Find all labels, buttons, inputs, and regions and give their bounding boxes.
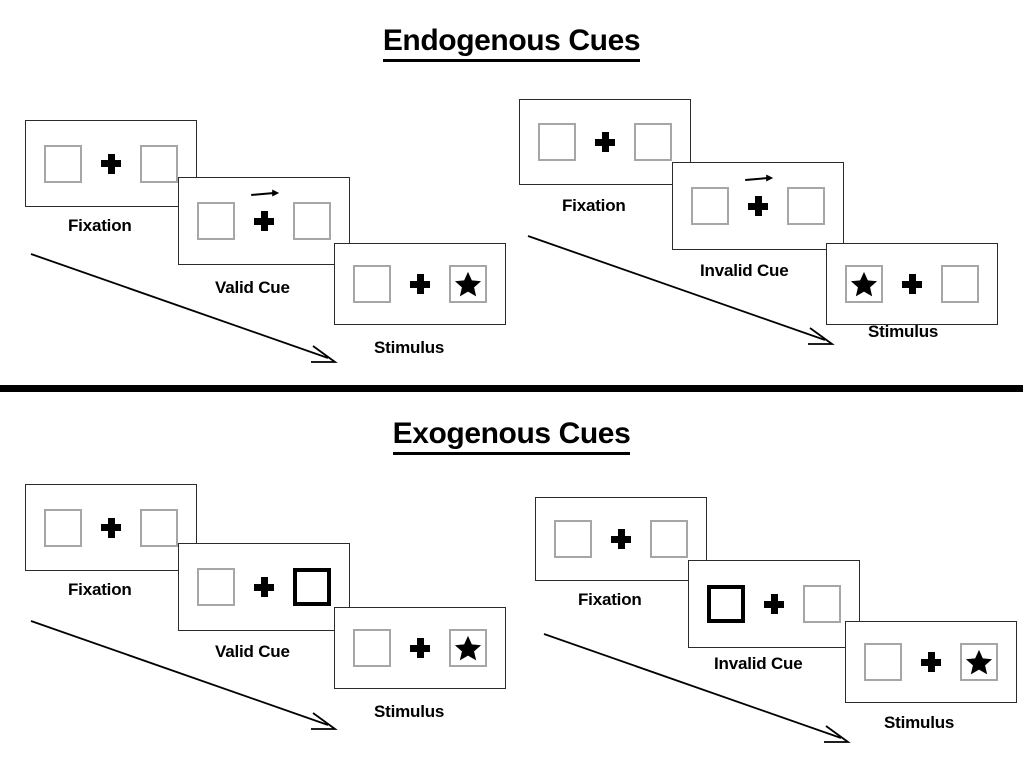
endogenous-section-title: Endogenous Cues [0, 24, 1023, 62]
star-icon [850, 271, 878, 297]
left-box [353, 265, 391, 303]
left-box [691, 187, 729, 225]
right-box [803, 585, 841, 623]
endogenous-valid-flow-arrow [30, 253, 338, 363]
left-box [197, 568, 235, 606]
right-box [650, 520, 688, 558]
star-icon [965, 649, 993, 675]
star-icon [454, 271, 482, 297]
fixation-cross-slot [761, 583, 787, 625]
caption-exogenous-valid-stimulus: Stimulus [374, 702, 445, 721]
left-box [538, 123, 576, 161]
endogenous-title-text: Endogenous Cues [382, 24, 641, 62]
right-box [941, 265, 979, 303]
right-box [140, 508, 178, 547]
frame-contents [864, 641, 998, 683]
fixation-cross-slot [899, 263, 925, 305]
fixation-cross-icon [410, 274, 430, 294]
frame-contents [707, 583, 841, 625]
endogenous-invalid-fixation-frame [519, 99, 691, 185]
fixation-cross-icon [764, 594, 784, 614]
fixation-cross-icon [902, 274, 922, 294]
exogenous-title-text: Exogenous Cues [392, 417, 631, 455]
star-icon [454, 635, 482, 661]
right-box-highlighted [293, 568, 331, 606]
arrow-right-cue-icon [745, 174, 774, 182]
fixation-cross-icon [410, 638, 430, 658]
exogenous-valid-cue-frame [178, 543, 350, 631]
fixation-cross-icon [101, 153, 121, 174]
frame-contents [44, 507, 178, 549]
right-box [140, 144, 178, 183]
section-divider [0, 385, 1023, 392]
caption-endogenous-valid-stimulus: Stimulus [374, 338, 445, 357]
left-box [845, 265, 883, 303]
endogenous-invalid-stimulus-frame [826, 243, 998, 325]
left-box [44, 144, 82, 183]
exogenous-section-title: Exogenous Cues [0, 417, 1023, 455]
frame-contents [44, 143, 178, 185]
fixation-cross-icon [101, 517, 121, 538]
right-box [449, 265, 487, 303]
caption-endogenous-valid-cue: Valid Cue [215, 278, 290, 297]
endogenous-invalid-cue-frame [672, 162, 844, 250]
left-box [864, 643, 902, 681]
exogenous-invalid-cue-frame [688, 560, 860, 648]
frame-contents [554, 518, 688, 560]
endogenous-valid-cue-frame [178, 177, 350, 265]
fixation-cross-slot [98, 507, 124, 549]
exogenous-valid-flow-arrow [30, 620, 338, 730]
arrow-right-cue-icon [251, 189, 280, 197]
caption-exogenous-invalid-stimulus: Stimulus [884, 713, 955, 732]
caption-endogenous-invalid-cue: Invalid Cue [700, 261, 789, 280]
frame-contents [353, 263, 487, 305]
frame-contents [353, 627, 487, 669]
left-box [353, 629, 391, 667]
fixation-cross-slot [745, 174, 774, 227]
right-box [449, 629, 487, 667]
right-box [787, 187, 825, 225]
right-box [634, 123, 672, 161]
exogenous-valid-stimulus-frame [334, 607, 506, 689]
fixation-cross-slot [407, 627, 433, 669]
exogenous-invalid-fixation-frame [535, 497, 707, 581]
left-box [44, 508, 82, 547]
caption-endogenous-valid-fixation: Fixation [68, 216, 132, 235]
fixation-cross-icon [595, 132, 615, 152]
endogenous-valid-fixation-frame [25, 120, 197, 207]
right-box [293, 202, 331, 240]
fixation-cross-slot [98, 143, 124, 185]
frame-contents [197, 566, 331, 608]
fixation-cross-slot [592, 121, 618, 163]
left-box [554, 520, 592, 558]
fixation-cross-slot [407, 263, 433, 305]
fixation-cross-icon [611, 529, 631, 549]
fixation-cross-slot [251, 189, 280, 242]
fixation-cross-slot [918, 641, 944, 683]
fixation-cross-slot [251, 566, 277, 608]
exogenous-invalid-stimulus-frame [845, 621, 1017, 703]
caption-exogenous-valid-fixation: Fixation [68, 580, 132, 599]
endogenous-valid-stimulus-frame [334, 243, 506, 325]
frame-contents [845, 263, 979, 305]
fixation-cross-icon [254, 211, 274, 231]
fixation-cross-icon [748, 196, 768, 216]
caption-endogenous-invalid-fixation: Fixation [562, 196, 626, 215]
frame-contents [691, 174, 825, 227]
exogenous-valid-fixation-frame [25, 484, 197, 571]
right-box [960, 643, 998, 681]
fixation-cross-slot [608, 518, 634, 560]
caption-exogenous-invalid-fixation: Fixation [578, 590, 642, 609]
caption-exogenous-valid-cue: Valid Cue [215, 642, 290, 661]
fixation-cross-icon [254, 577, 274, 597]
caption-exogenous-invalid-cue: Invalid Cue [714, 654, 803, 673]
frame-contents [197, 189, 331, 242]
caption-endogenous-invalid-stimulus: Stimulus [868, 322, 939, 341]
left-box [197, 202, 235, 240]
fixation-cross-icon [921, 652, 941, 672]
frame-contents [538, 121, 672, 163]
left-box-highlighted [707, 585, 745, 623]
